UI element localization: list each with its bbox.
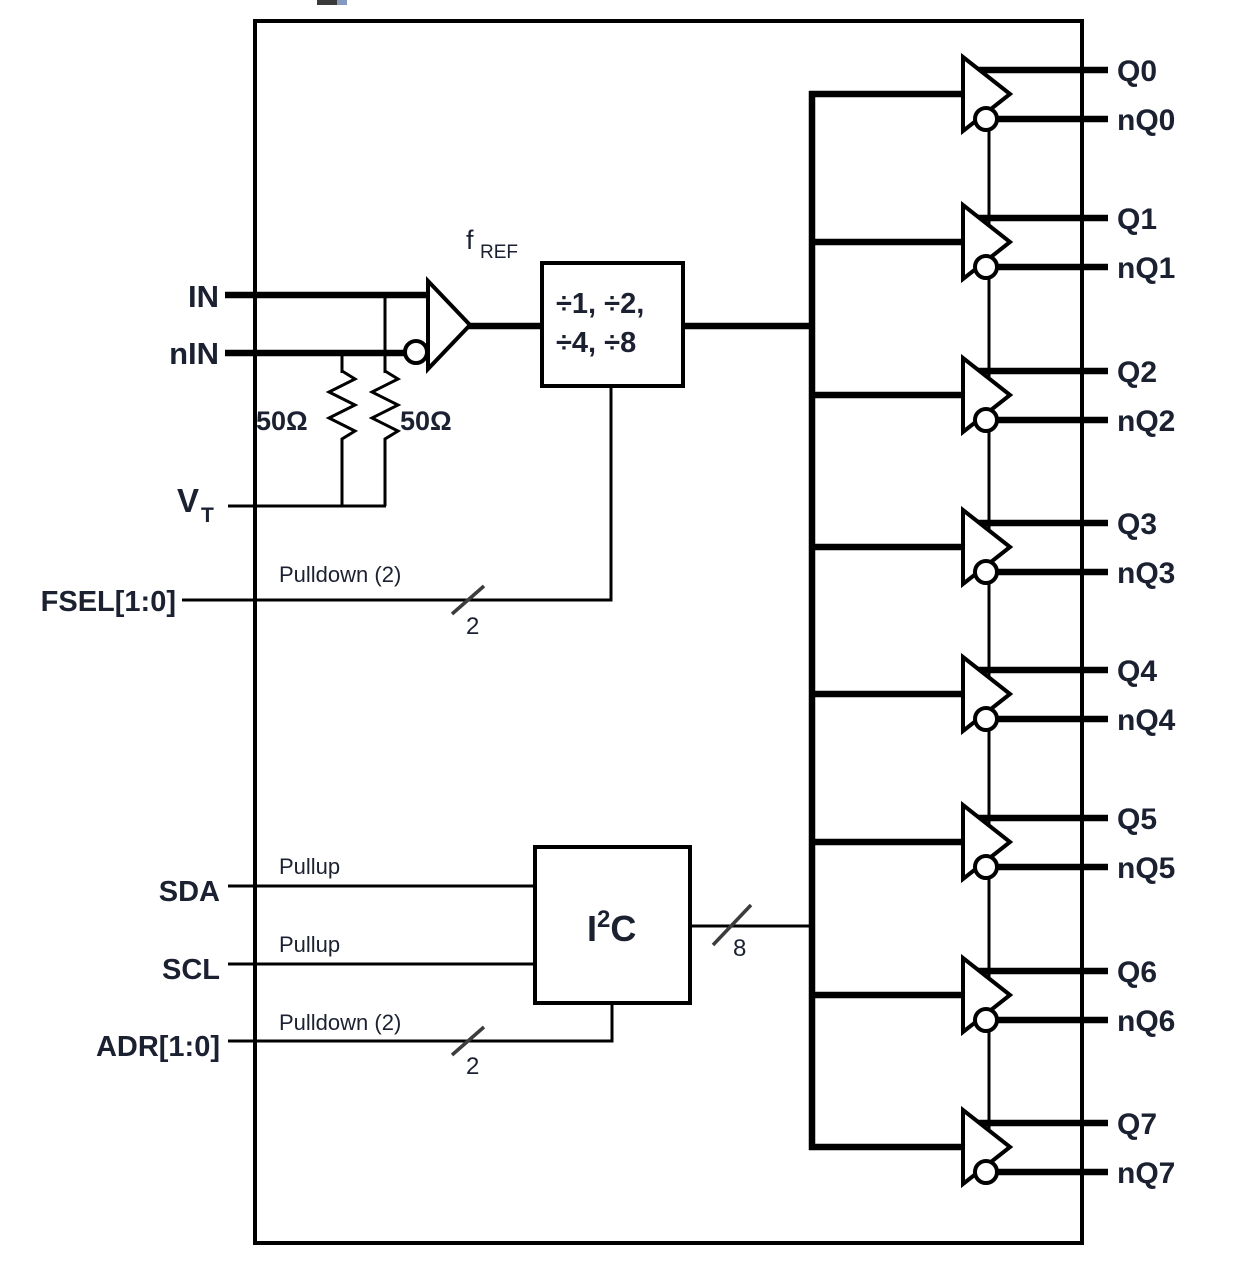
adr-bus-slash — [450, 1025, 486, 1057]
i2c-label-superscript: 2 — [597, 906, 610, 933]
scl-pullup-note: Pullup — [279, 932, 340, 957]
input-inverting-bubble — [403, 339, 429, 365]
q-output-label: Q1 — [1117, 203, 1157, 236]
i2c-bus-slash — [711, 903, 753, 947]
nq-output-label: nQ6 — [1117, 1005, 1175, 1038]
nin-port-label: nIN — [169, 336, 219, 371]
adr-bus-width: 2 — [466, 1053, 479, 1080]
output-inverting-bubble — [973, 559, 999, 585]
nq-output-label: nQ0 — [1117, 104, 1175, 137]
nq-output-label: nQ2 — [1117, 405, 1175, 438]
vt-port-label: V — [177, 482, 199, 519]
q-output-label: Q6 — [1117, 956, 1157, 989]
nq-output-label: nQ7 — [1117, 1157, 1175, 1190]
fsel-bus-width: 2 — [466, 613, 479, 640]
output-inverting-bubble — [973, 706, 999, 732]
output-inverting-bubble — [973, 106, 999, 132]
nq-output-label: nQ1 — [1117, 252, 1175, 285]
q-output-label: Q0 — [1117, 55, 1157, 88]
scl-port-label: SCL — [162, 954, 220, 986]
divider-block — [540, 261, 685, 388]
cropped-text-artifact — [337, 0, 347, 5]
i2c-label-base: I — [587, 908, 597, 949]
output-inverting-bubble — [973, 407, 999, 433]
output-inverting-bubble — [973, 854, 999, 880]
i2c-block-label: I2C — [587, 906, 636, 949]
fref-label-subscript: REF — [480, 242, 518, 263]
divider-text-line1: ÷1, ÷2, — [556, 288, 644, 320]
vt-port-subscript: T — [201, 504, 214, 527]
nq-output-label: nQ5 — [1117, 852, 1175, 885]
chip-outline — [253, 19, 1084, 1245]
i2c-block — [533, 845, 692, 1005]
q-output-label: Q3 — [1117, 508, 1157, 541]
output-inverting-bubble — [973, 1159, 999, 1185]
divider-text-line2: ÷4, ÷8 — [556, 327, 636, 359]
output-inverting-bubble — [973, 254, 999, 280]
adr-pulldown-note: Pulldown (2) — [279, 1010, 401, 1035]
fsel-bus-slash — [450, 584, 486, 616]
cropped-text-artifact — [317, 0, 337, 5]
output-inverting-bubble — [973, 1007, 999, 1033]
q-output-label: Q7 — [1117, 1108, 1157, 1141]
i2c-label-tail: C — [610, 908, 636, 949]
fref-label: f — [466, 225, 474, 255]
adr-wire — [228, 1001, 614, 1043]
fsel-wire — [182, 384, 613, 602]
input-buffer-triangle — [426, 276, 473, 374]
resistor-right — [368, 369, 402, 506]
sda-port-label: SDA — [159, 876, 220, 908]
termination-resistor-left-value: 50Ω — [256, 406, 308, 436]
fsel-pulldown-note: Pulldown (2) — [279, 562, 401, 587]
resistor-left — [325, 369, 359, 506]
termination-resistor-right-value: 50Ω — [400, 406, 452, 436]
q-output-label: Q4 — [1117, 655, 1157, 688]
i2c-bus-width: 8 — [733, 935, 746, 962]
adr-port-label: ADR[1:0] — [96, 1031, 220, 1063]
sda-pullup-note: Pullup — [279, 854, 340, 879]
fsel-port-label: FSEL[1:0] — [41, 586, 176, 618]
q-output-label: Q5 — [1117, 803, 1157, 836]
q-output-label: Q2 — [1117, 356, 1157, 389]
nq-output-label: nQ4 — [1117, 704, 1176, 737]
nq-output-label: nQ3 — [1117, 557, 1175, 590]
in-port-label: IN — [188, 279, 219, 314]
